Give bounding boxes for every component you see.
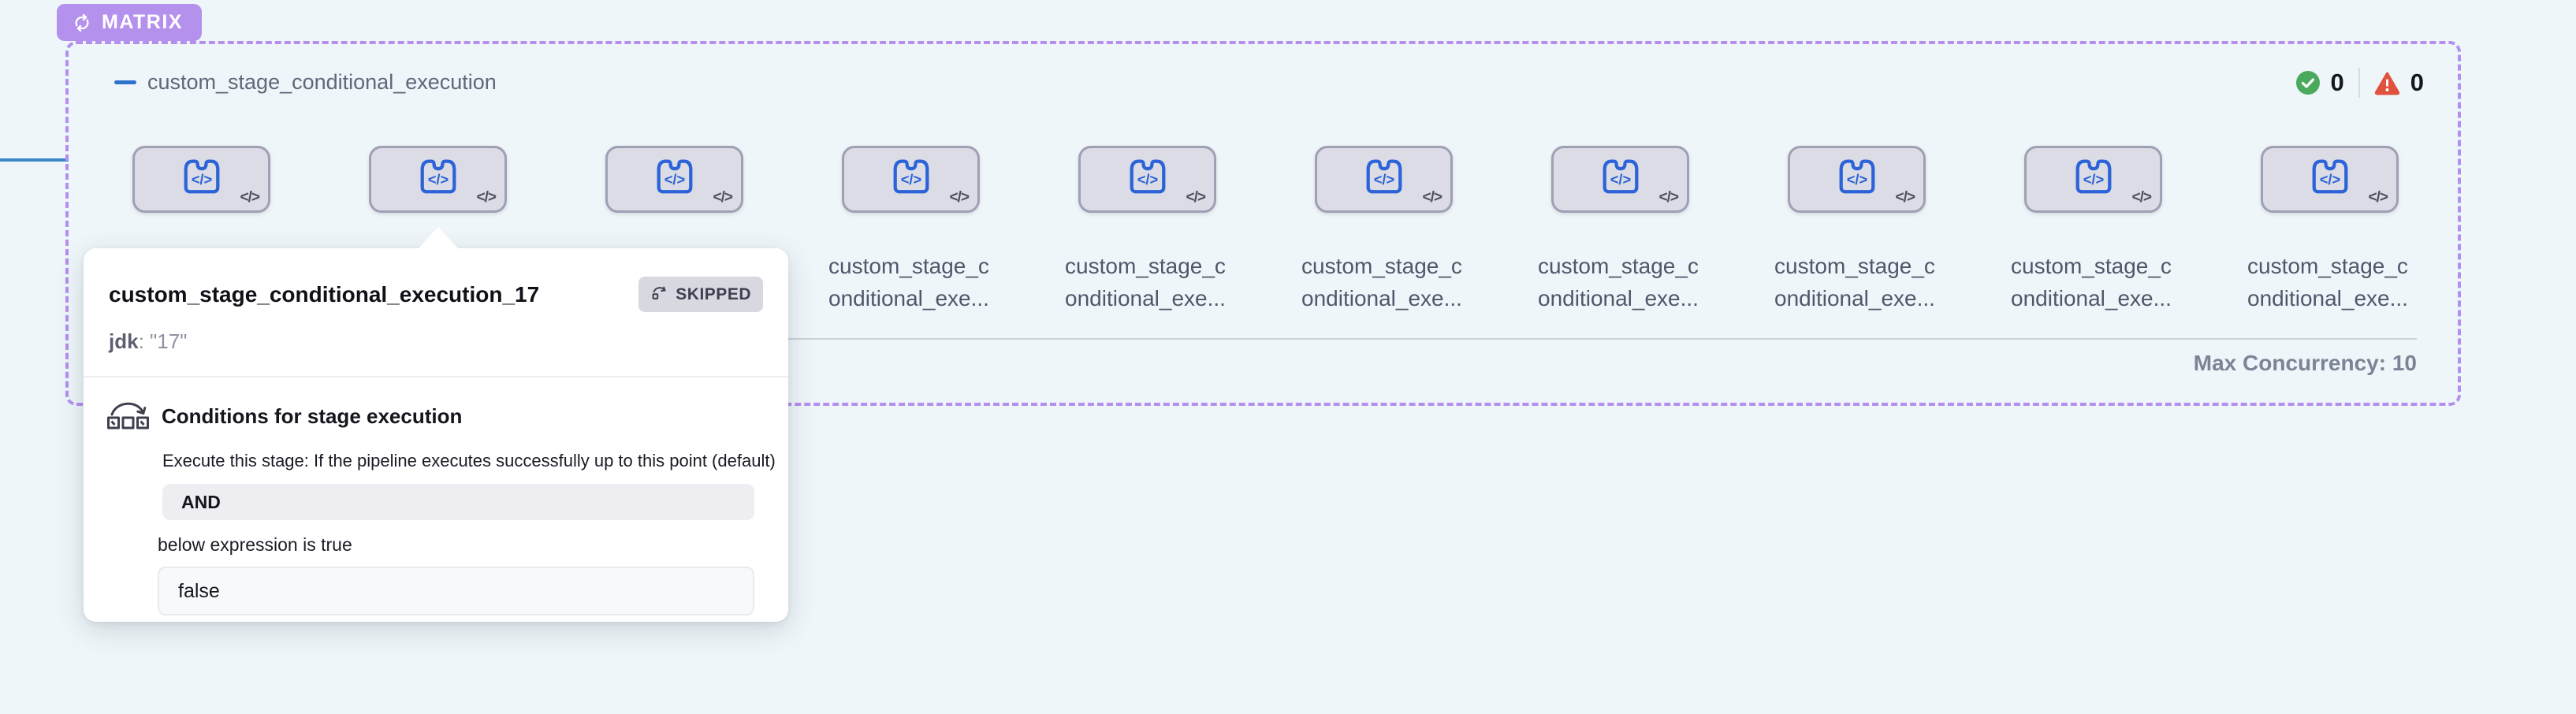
custom-stage-node[interactable]: </> </> bbox=[132, 146, 270, 213]
code-glyph-icon: </> bbox=[240, 189, 261, 206]
code-glyph-icon: </> bbox=[1422, 189, 1443, 206]
matrix-stage-title: custom_stage_conditional_execution bbox=[147, 70, 497, 94]
max-concurrency-label: Max Concurrency: 10 bbox=[2193, 351, 2417, 375]
success-check-icon bbox=[2295, 70, 2321, 95]
counts-divider bbox=[2358, 68, 2360, 98]
stage-node-label: custom_stage_c onditional_exe... bbox=[828, 254, 989, 311]
custom-stage-node[interactable]: </> </> bbox=[2024, 146, 2162, 213]
custom-stage-icon: </> bbox=[1831, 152, 1883, 202]
status-badge: SKIPPED bbox=[638, 277, 763, 312]
code-glyph-icon: </> bbox=[1658, 189, 1680, 206]
code-glyph-icon: </> bbox=[713, 189, 734, 206]
custom-stage-icon: </> bbox=[649, 152, 701, 202]
code-glyph-icon: </> bbox=[476, 189, 497, 206]
stage-node-label: custom_stage_c onditional_exe... bbox=[2247, 254, 2408, 311]
custom-stage-node[interactable]: </> </> bbox=[1788, 146, 1926, 213]
conditional-execution-icon bbox=[106, 396, 149, 437]
error-count: 0 bbox=[2410, 69, 2424, 96]
expression-value-box: false bbox=[158, 567, 754, 615]
code-glyph-icon: </> bbox=[2368, 189, 2389, 206]
conditions-heading: Conditions for stage execution bbox=[162, 404, 463, 428]
custom-stage-icon: </> bbox=[2068, 152, 2120, 202]
matrix-node-column: </> </> custom_stage_c onditional_exe... bbox=[2247, 146, 2408, 314]
matrix-badge-label: MATRIX bbox=[102, 11, 183, 33]
matrix-node-column: </> </> custom_stage_c onditional_exe... bbox=[1065, 146, 1226, 314]
custom-stage-node[interactable]: </> </> bbox=[369, 146, 507, 213]
svg-text:</>: </> bbox=[1137, 170, 1158, 187]
matrix-node-column: </> </> custom_stage_c onditional_exe... bbox=[1774, 146, 1935, 314]
matrix-badge: MATRIX bbox=[57, 4, 202, 41]
tooltip-arrow bbox=[418, 227, 459, 249]
tooltip-divider bbox=[84, 376, 788, 377]
matrix-variable-row: jdk: "17" bbox=[109, 329, 763, 354]
collapse-toggle-button[interactable] bbox=[114, 80, 136, 84]
matrix-node-column: </> </> custom_stage_c onditional_exe... bbox=[1301, 146, 1462, 314]
skipped-icon bbox=[650, 283, 668, 306]
custom-stage-icon: </> bbox=[412, 152, 464, 202]
stage-node-label: custom_stage_c onditional_exe... bbox=[1538, 254, 1699, 311]
code-glyph-icon: </> bbox=[1895, 189, 1916, 206]
pipeline-connector-line bbox=[0, 158, 69, 162]
status-badge-label: SKIPPED bbox=[676, 284, 751, 303]
loop-icon bbox=[71, 12, 93, 34]
custom-stage-node[interactable]: </> </> bbox=[1078, 146, 1216, 213]
stage-node-label: custom_stage_c onditional_exe... bbox=[2011, 254, 2172, 311]
code-glyph-icon: </> bbox=[2131, 189, 2153, 206]
code-glyph-icon: </> bbox=[949, 189, 970, 206]
svg-text:</>: </> bbox=[900, 170, 921, 187]
custom-stage-icon: </> bbox=[1358, 152, 1410, 202]
svg-text:</>: </> bbox=[1373, 170, 1394, 187]
variable-value: : "17" bbox=[138, 329, 188, 353]
matrix-node-column: </> </> custom_stage_c onditional_exe... bbox=[2011, 146, 2172, 314]
matrix-footer-divider bbox=[772, 338, 2417, 340]
matrix-node-column: </> </> custom_stage_c onditional_exe... bbox=[828, 146, 989, 314]
custom-stage-icon: </> bbox=[176, 152, 228, 202]
error-warning-icon bbox=[2374, 71, 2400, 95]
svg-text:</>: </> bbox=[1610, 170, 1631, 187]
svg-text:</>: </> bbox=[191, 170, 212, 187]
matrix-stage-group: custom_stage_conditional_execution 0 0 bbox=[65, 41, 2461, 406]
status-counts: 0 0 bbox=[2295, 68, 2424, 98]
conditions-description: Execute this stage: If the pipeline exec… bbox=[162, 451, 776, 470]
custom-stage-node[interactable]: </> </> bbox=[605, 146, 743, 213]
custom-stage-icon: </> bbox=[1595, 152, 1647, 202]
expression-hint: below expression is true bbox=[158, 534, 352, 555]
stage-node-label: custom_stage_c onditional_exe... bbox=[1774, 254, 1935, 311]
custom-stage-node[interactable]: </> </> bbox=[1315, 146, 1453, 213]
custom-stage-node[interactable]: </> </> bbox=[2261, 146, 2399, 213]
operator-bar: AND bbox=[162, 484, 754, 520]
code-glyph-icon: </> bbox=[1186, 189, 1207, 206]
custom-stage-node[interactable]: </> </> bbox=[842, 146, 980, 213]
stage-node-label: custom_stage_c onditional_exe... bbox=[1065, 254, 1226, 311]
svg-text:</>: </> bbox=[664, 170, 685, 187]
custom-stage-node[interactable]: </> </> bbox=[1551, 146, 1689, 213]
svg-text:</>: </> bbox=[427, 170, 449, 187]
matrix-node-column: </> </> custom_stage_c onditional_exe... bbox=[1538, 146, 1699, 314]
svg-text:</>: </> bbox=[2319, 170, 2340, 187]
stage-node-label: custom_stage_c onditional_exe... bbox=[1301, 254, 1462, 311]
custom-stage-icon: </> bbox=[885, 152, 937, 202]
success-count: 0 bbox=[2330, 69, 2344, 96]
variable-name: jdk bbox=[109, 329, 139, 353]
svg-text:</>: </> bbox=[1846, 170, 1867, 187]
tooltip-stage-title: custom_stage_conditional_execution_17 bbox=[109, 281, 540, 307]
svg-text:</>: </> bbox=[2083, 170, 2104, 187]
stage-tooltip: custom_stage_conditional_execution_17 SK… bbox=[84, 248, 788, 622]
custom-stage-icon: </> bbox=[2304, 152, 2356, 202]
custom-stage-icon: </> bbox=[1122, 152, 1174, 202]
